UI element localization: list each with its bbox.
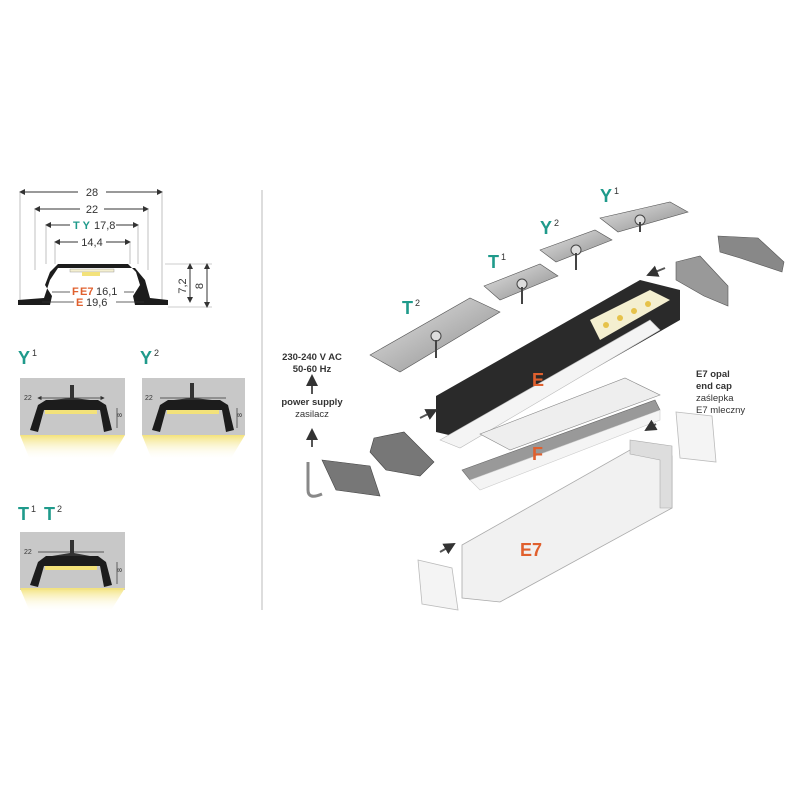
variant-y1-height: 8: [117, 413, 124, 417]
svg-text:Y1: Y1: [600, 186, 619, 206]
endcap-label-3: zaślepka: [696, 393, 734, 404]
exploded-t2-name: T: [402, 298, 413, 318]
frequency-label: 50-60 Hz: [293, 364, 332, 375]
dim-8: 8: [194, 283, 206, 289]
dim-ty-label: T Y: [73, 220, 91, 232]
dim-28: 28: [86, 187, 98, 199]
profile-shape: [18, 264, 168, 305]
voltage-label: 230-240 V AC: [282, 352, 342, 363]
dim-e-label: E: [76, 297, 83, 309]
cover-e: [439, 319, 661, 449]
svg-text:Y1: Y1: [18, 348, 37, 368]
dim-e-value: 19,6: [86, 297, 107, 309]
svg-text:Y2: Y2: [540, 218, 559, 238]
cover-e-label: E: [532, 370, 544, 390]
variant-y1-width: 22: [24, 395, 32, 402]
dim-ty-value: 17,8: [94, 220, 115, 232]
dim-14-4: 14,4: [81, 237, 102, 249]
variant-t1-name: T: [18, 504, 29, 524]
dim-f-label: F: [72, 286, 79, 298]
dim-22: 22: [86, 204, 98, 216]
variant-t-width: 22: [24, 549, 32, 556]
exploded-t1-name: T: [488, 252, 499, 272]
end-cap-e7-right: [675, 411, 717, 463]
svg-text:T1: T1: [488, 252, 506, 272]
cover-e7-label: E7: [520, 540, 542, 560]
endcap-label-2: end cap: [696, 381, 732, 392]
dim-7-2: 7,2: [177, 278, 189, 293]
cable-connector: [321, 459, 381, 497]
end-cap-top: [717, 235, 785, 273]
endcap-label-1: E7 opal: [696, 369, 730, 380]
end-cap-half: [675, 255, 729, 307]
power-supply-label-pl: zasilacz: [295, 409, 329, 420]
cover-f-label: F: [532, 444, 543, 464]
endcap-label-4: E7 mleczny: [696, 405, 745, 416]
exploded-y1-name: Y: [600, 186, 612, 206]
end-cap-e7-left: [417, 559, 459, 611]
variant-y2-height: 8: [237, 413, 244, 417]
variant-y2-name: Y: [140, 348, 152, 368]
variant-y1-name: Y: [18, 348, 30, 368]
power-supply-label: power supply: [281, 397, 343, 408]
exploded-y2-name: Y: [540, 218, 552, 238]
variant-t-height: 8: [117, 568, 124, 572]
svg-text:Y2: Y2: [140, 348, 159, 368]
dim-e7-label: E7: [80, 286, 93, 298]
variant-y2-width: 22: [145, 395, 153, 402]
svg-text:T2: T2: [402, 298, 420, 318]
end-cap-with-cable: [369, 431, 435, 477]
dim-fe7-value: 16,1: [96, 286, 117, 298]
cover-f: [469, 409, 661, 491]
cross-section-drawing: 28 22 T Y 17,8 14,4 F E7 16,1 E 19,6: [18, 185, 212, 309]
